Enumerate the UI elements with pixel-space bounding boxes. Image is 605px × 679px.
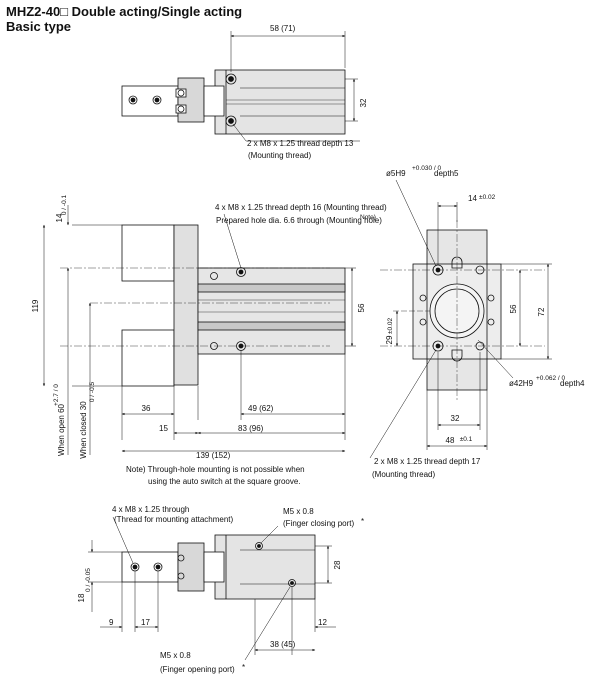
front-dim-open: When open 60 [57,403,66,456]
top-view [121,31,360,142]
side-dim-48-tol: ±0.1 [460,436,473,443]
front-view-fingers [121,224,199,387]
front-dim-119: 119 [31,299,40,312]
side-view-holes [419,256,495,362]
side-dim-72: 72 [537,307,546,316]
side-dim-14-tol: ±0.02 [479,194,496,201]
front-dim-14: 14 [55,213,64,222]
bottom-dim-12: 12 [318,618,327,627]
top-dim-height: 32 [359,98,368,107]
top-callout-thread: 2 x M8 x 1.25 thread depth 13 [247,139,354,148]
front-note-line2: using the auto switch at the square groo… [148,477,301,486]
bottom-port-open-label: (Finger opening port) [160,665,235,674]
front-dim-49: 49 (62) [248,404,274,413]
side-bore-tol: +0.062 / 0 [536,375,565,382]
bottom-dim-9: 9 [109,618,114,627]
bottom-port-open: M5 x 0.8 [160,651,191,660]
side-dim-14: 14 [468,194,477,203]
front-dim-139: 139 (152) [196,451,231,460]
top-callout-purpose: (Mounting thread) [248,151,311,160]
bottom-dim-17: 17 [141,618,150,627]
top-dim-width: 58 (71) [270,24,296,33]
drawing-subtitle: Basic type [6,19,72,34]
front-view-body [197,267,346,355]
top-view-body [214,69,346,135]
bottom-view [88,516,336,661]
top-view-finger [121,77,225,123]
front-dim-closed: When closed 30 [79,401,88,459]
bottom-port-close: M5 x 0.8 [283,507,314,516]
side-bore: ø42H9 [509,379,534,388]
bottom-dim-18-tol: 0 / -0.05 [85,568,92,592]
side-view [369,179,552,459]
front-dim-83: 83 (96) [238,424,264,433]
bottom-dim-28: 28 [333,560,342,569]
bottom-callout-thread: 4 x M8 x 1.25 through [112,505,189,514]
bottom-callout-purpose: (Thread for mounting attachment) [114,515,234,524]
front-dim-14-tol: 0 / -0.1 [61,194,68,215]
front-dim-15: 15 [159,424,168,433]
side-callout-thread: 2 x M8 x 1.25 thread depth 17 [374,457,481,466]
front-view-centerlines [60,267,330,347]
side-dim-29-tol: ±0.02 [387,318,394,335]
side-dim-32: 32 [451,414,460,423]
bottom-dim-38: 38 (45) [270,640,296,649]
front-dim-36: 36 [142,404,151,413]
front-callout-thread: 4 x M8 x 1.25 thread depth 16 (Mounting … [215,203,387,212]
bottom-port-open-mark: * [242,663,245,672]
front-dim-56: 56 [357,303,366,312]
side-pin-hole-tol: +0.030 / 0 [412,165,441,172]
bottom-dim-18: 18 [77,593,86,602]
front-view [42,205,356,455]
side-bore-depth: depth4 [560,379,585,388]
bottom-view-finger [121,542,225,592]
top-view-holes [128,73,237,127]
side-dim-56: 56 [509,304,518,313]
side-pin-hole-depth: depth5 [434,169,459,178]
side-callout-purpose: (Mounting thread) [372,470,435,479]
bottom-port-close-label: (Finger closing port) [283,519,354,528]
drawing-title: MHZ2-40□ Double acting/Single acting [6,4,243,19]
side-view-centerlines [380,220,545,400]
side-dim-48: 48 [446,436,455,445]
side-dim-29: 29 [385,335,394,344]
side-pin-hole: ø5H9 [386,169,406,178]
bottom-view-body [214,534,316,600]
front-callout-hole: Prepared hole dia. 6.6 through (Mounting… [216,216,382,225]
front-callout-hole-note: Note) [360,214,376,221]
front-dim-open-tol: +2.7 / 0 [53,384,60,406]
front-note-line1: Note) Through-hole mounting is not possi… [126,465,305,474]
front-dim-closed-tol: 0 / -0.5 [89,381,96,402]
bottom-port-close-mark: * [361,517,364,526]
